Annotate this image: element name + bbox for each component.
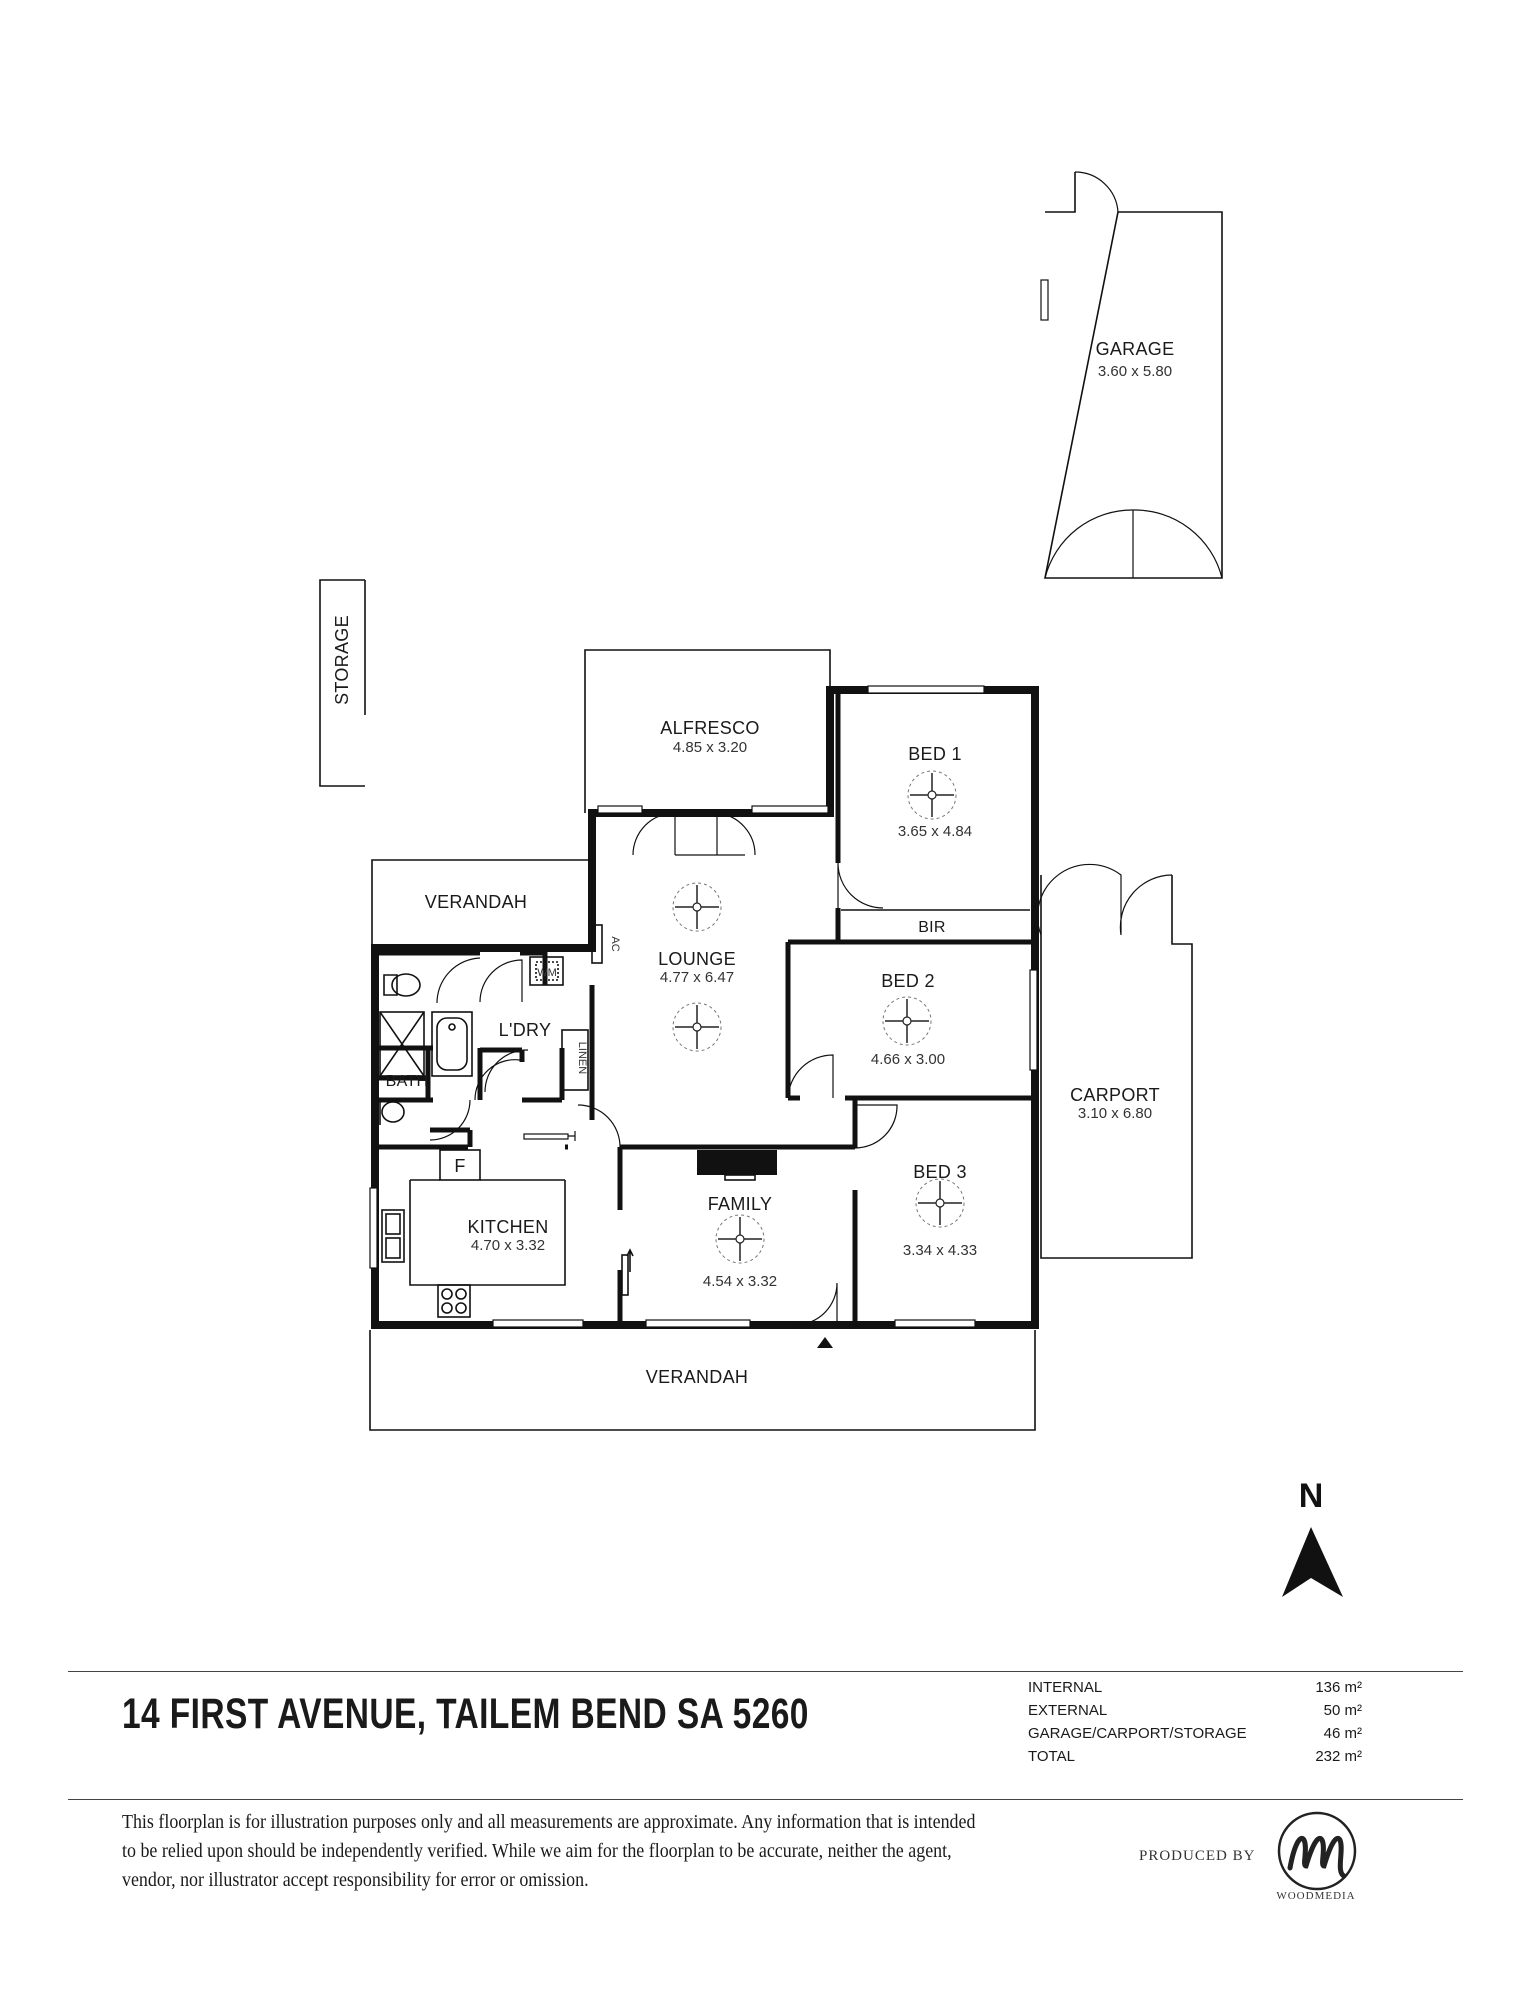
area-label: TOTAL xyxy=(1028,1748,1075,1765)
alfresco-dims: 4.85 x 3.20 xyxy=(673,739,747,756)
woodmedia-logo-icon xyxy=(1277,1811,1357,1891)
produced-by-label: PRODUCED BY xyxy=(1139,1848,1256,1864)
area-value: 50 m² xyxy=(1323,1702,1362,1719)
wm-label: WM xyxy=(537,967,557,979)
lounge-label: LOUNGE xyxy=(658,949,736,969)
bed3-dims: 3.34 x 4.33 xyxy=(903,1242,977,1259)
area-row-garage-carport-storage: GARAGE/CARPORT/STORAGE 46 m² xyxy=(1028,1722,1362,1745)
north-arrow-icon xyxy=(1282,1527,1343,1597)
bath-label: BATH xyxy=(386,1073,429,1090)
floor-plan: GARAGE 3.60 x 5.80 STORAGE ALFRESCO 4.85… xyxy=(319,171,1343,1597)
area-value: 136 m² xyxy=(1315,1679,1362,1696)
family-dims: 4.54 x 3.32 xyxy=(703,1273,777,1290)
kitchen-label: KITCHEN xyxy=(467,1217,548,1237)
area-label: EXTERNAL xyxy=(1028,1702,1108,1719)
divider-bottom xyxy=(68,1799,1463,1800)
verandah-top: VERANDAH xyxy=(371,859,590,948)
area-row-external: EXTERNAL 50 m² xyxy=(1028,1699,1362,1722)
storage: STORAGE xyxy=(319,579,366,787)
north-letter: N xyxy=(1299,1477,1324,1515)
ldry-label: L'DRY xyxy=(499,1020,552,1040)
kitchen-dims: 4.70 x 3.32 xyxy=(471,1237,545,1254)
family-label: FAMILY xyxy=(708,1194,772,1214)
area-summary: INTERNAL 136 m² EXTERNAL 50 m² GARAGE/CA… xyxy=(1028,1676,1362,1768)
interior-walls xyxy=(372,690,1035,1325)
fan-icon-lounge-2 xyxy=(672,1002,722,1052)
ceiling-fans xyxy=(672,770,965,1264)
fridge-label: F xyxy=(454,1156,465,1176)
verandah-bottom: VERANDAH xyxy=(369,1330,1036,1431)
carport: CARPORT 3.10 x 6.80 xyxy=(1036,863,1193,1259)
alfresco: ALFRESCO 4.85 x 3.20 xyxy=(584,649,831,813)
area-label: GARAGE/CARPORT/STORAGE xyxy=(1028,1725,1247,1742)
linen-label: LINEN xyxy=(576,1042,588,1074)
brand-name: WOODMEDIA xyxy=(1276,1890,1356,1902)
area-row-internal: INTERNAL 136 m² xyxy=(1028,1676,1362,1699)
verandah-top-label: VERANDAH xyxy=(425,892,527,912)
bed2-label: BED 2 xyxy=(881,971,935,991)
bir-label: BIR xyxy=(918,919,946,936)
property-address: 14 FIRST AVENUE, TAILEM BEND SA 5260 xyxy=(122,1690,809,1738)
fan-icon-bed1 xyxy=(907,770,957,820)
exterior-walls xyxy=(371,686,1039,1329)
bed2-dims: 4.66 x 3.00 xyxy=(871,1051,945,1068)
fan-icon-lounge-1 xyxy=(672,882,722,932)
garage-label: GARAGE xyxy=(1096,339,1175,359)
garage-dims: 3.60 x 5.80 xyxy=(1098,363,1172,380)
doors-windows xyxy=(369,685,1038,1328)
area-row-total: TOTAL 232 m² xyxy=(1028,1745,1362,1768)
area-value: 46 m² xyxy=(1323,1725,1362,1742)
area-value: 232 m² xyxy=(1315,1748,1362,1765)
storage-label: STORAGE xyxy=(332,615,352,705)
verandah-bottom-label: VERANDAH xyxy=(646,1367,748,1387)
lounge-dims: 4.77 x 6.47 xyxy=(660,969,734,986)
ac-label: AC xyxy=(609,936,621,951)
bed3-label: BED 3 xyxy=(913,1162,967,1182)
area-label: INTERNAL xyxy=(1028,1679,1103,1696)
divider-top xyxy=(68,1671,1463,1672)
fan-icon-bed2 xyxy=(882,996,932,1046)
bed1-dims: 3.65 x 4.84 xyxy=(898,823,972,840)
bed1-label: BED 1 xyxy=(908,744,962,764)
disclaimer-text: This floorplan is for illustration purpo… xyxy=(122,1812,976,1891)
fan-icon-family xyxy=(715,1214,765,1264)
alfresco-label: ALFRESCO xyxy=(660,718,759,738)
carport-label: CARPORT xyxy=(1070,1085,1160,1105)
north-compass: N xyxy=(1282,1477,1343,1597)
carport-dims: 3.10 x 6.80 xyxy=(1078,1105,1152,1122)
fan-icon-bed3 xyxy=(915,1178,965,1228)
garage: GARAGE 3.60 x 5.80 xyxy=(1040,171,1223,579)
fixtures: WM LINEN AC F xyxy=(379,924,833,1348)
